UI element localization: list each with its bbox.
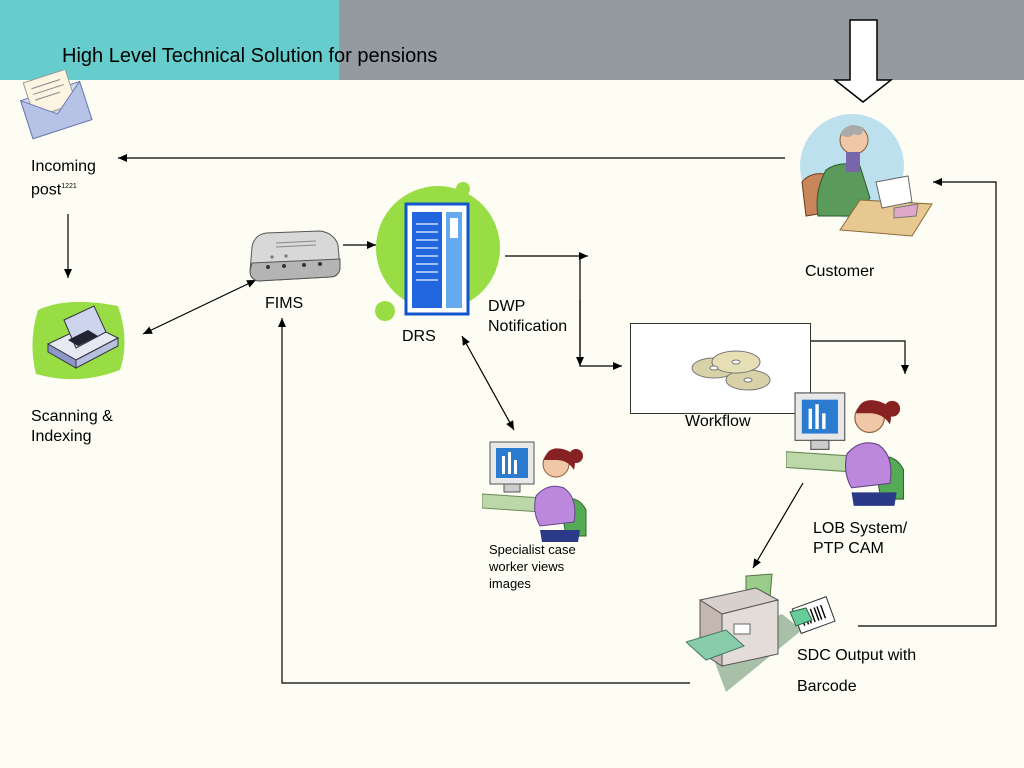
arrow-printer-to-customer <box>858 178 997 627</box>
arrow-workflow-to-lob <box>811 340 909 374</box>
header-band-teal <box>0 0 339 80</box>
arrow-drs-specialist <box>461 335 515 431</box>
drs-label: DRS <box>402 328 436 345</box>
arrow-printer-to-fims <box>278 318 690 684</box>
printer-icon <box>686 573 836 692</box>
post-note: 1221 <box>61 183 77 190</box>
envelope-icon <box>19 70 93 140</box>
drs-server-icon <box>375 182 500 321</box>
lob-worker-icon <box>786 392 905 506</box>
customer-label: Customer <box>805 263 875 280</box>
page-title: High Level Technical Solution for pensio… <box>62 45 438 67</box>
header-band-grey <box>339 0 1024 80</box>
arrow-lob-to-printer <box>752 482 804 569</box>
fims-server-icon <box>249 230 341 282</box>
lob-system-label: LOB System/ PTP CAM <box>813 520 908 557</box>
fims-label: FIMS <box>265 295 304 312</box>
incoming-post-label: Incoming post1221 <box>31 158 96 199</box>
specialist-worker-icon <box>482 441 587 542</box>
workflow-discs-icon <box>691 350 771 391</box>
sdc-output-label: SDC Output with Barcode <box>797 647 917 695</box>
scanning-indexing-label: Scanning & Indexing <box>31 408 113 445</box>
input-down-arrow <box>832 19 894 103</box>
scanner-icon <box>32 301 125 380</box>
workflow-label: Workflow <box>685 413 751 430</box>
dwp-notification-label: DWP Notification <box>488 298 568 335</box>
specialist-label: Specialist case worker views images <box>489 542 576 591</box>
arrow-scanning-fims <box>142 279 257 335</box>
customer-person-icon <box>800 114 933 237</box>
